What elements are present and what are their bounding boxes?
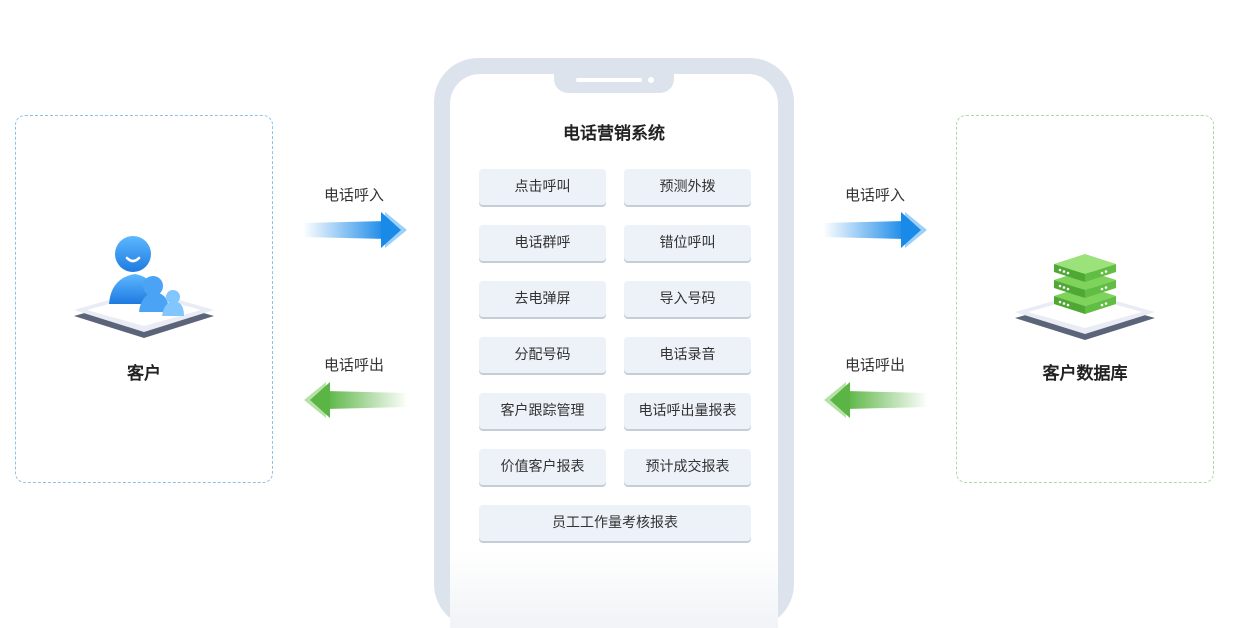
customer-database-label: 客户数据库 bbox=[1042, 364, 1128, 384]
customer-database-panel: 客户数据库 bbox=[956, 115, 1214, 483]
left-outbound-arrow-icon bbox=[304, 382, 408, 418]
outgoing-popup-button[interactable]: 去电弹屏 bbox=[479, 281, 606, 317]
group-call-button[interactable]: 电话群呼 bbox=[479, 225, 606, 261]
valuable-customer-report-button[interactable]: 价值客户报表 bbox=[479, 449, 606, 485]
camera-dot bbox=[648, 77, 654, 83]
staggered-call-button[interactable]: 错位呼叫 bbox=[624, 225, 751, 261]
system-title: 电话营销系统 bbox=[563, 124, 665, 144]
right-outbound-arrow-icon bbox=[824, 382, 928, 418]
right-outbound-label: 电话呼出 bbox=[844, 356, 905, 374]
customer-panel: 客户 bbox=[15, 115, 273, 483]
left-outbound-label: 电话呼出 bbox=[323, 356, 384, 374]
left-inbound-arrow-icon bbox=[303, 212, 407, 248]
assign-numbers-button[interactable]: 分配号码 bbox=[479, 337, 606, 373]
customer-tracking-button[interactable]: 客户跟踪管理 bbox=[479, 393, 606, 429]
right-inbound-label: 电话呼入 bbox=[844, 186, 905, 204]
speaker-bar bbox=[576, 78, 642, 82]
expected-deal-report-button[interactable]: 预计成交报表 bbox=[624, 449, 751, 485]
customer-people-icon bbox=[74, 236, 214, 338]
left-inbound-label: 电话呼入 bbox=[323, 186, 384, 204]
employee-workload-report-button[interactable]: 员工工作量考核报表 bbox=[479, 505, 751, 541]
phone-notch bbox=[554, 72, 674, 93]
database-server-icon bbox=[1015, 254, 1155, 340]
outbound-volume-report-button[interactable]: 电话呼出量报表 bbox=[624, 393, 751, 429]
click-to-call-button[interactable]: 点击呼叫 bbox=[479, 169, 606, 205]
call-recording-button[interactable]: 电话录音 bbox=[624, 337, 751, 373]
customer-label: 客户 bbox=[127, 364, 161, 384]
import-numbers-button[interactable]: 导入号码 bbox=[624, 281, 751, 317]
predictive-dialing-button[interactable]: 预测外拨 bbox=[624, 169, 751, 205]
right-inbound-arrow-icon bbox=[823, 212, 927, 248]
